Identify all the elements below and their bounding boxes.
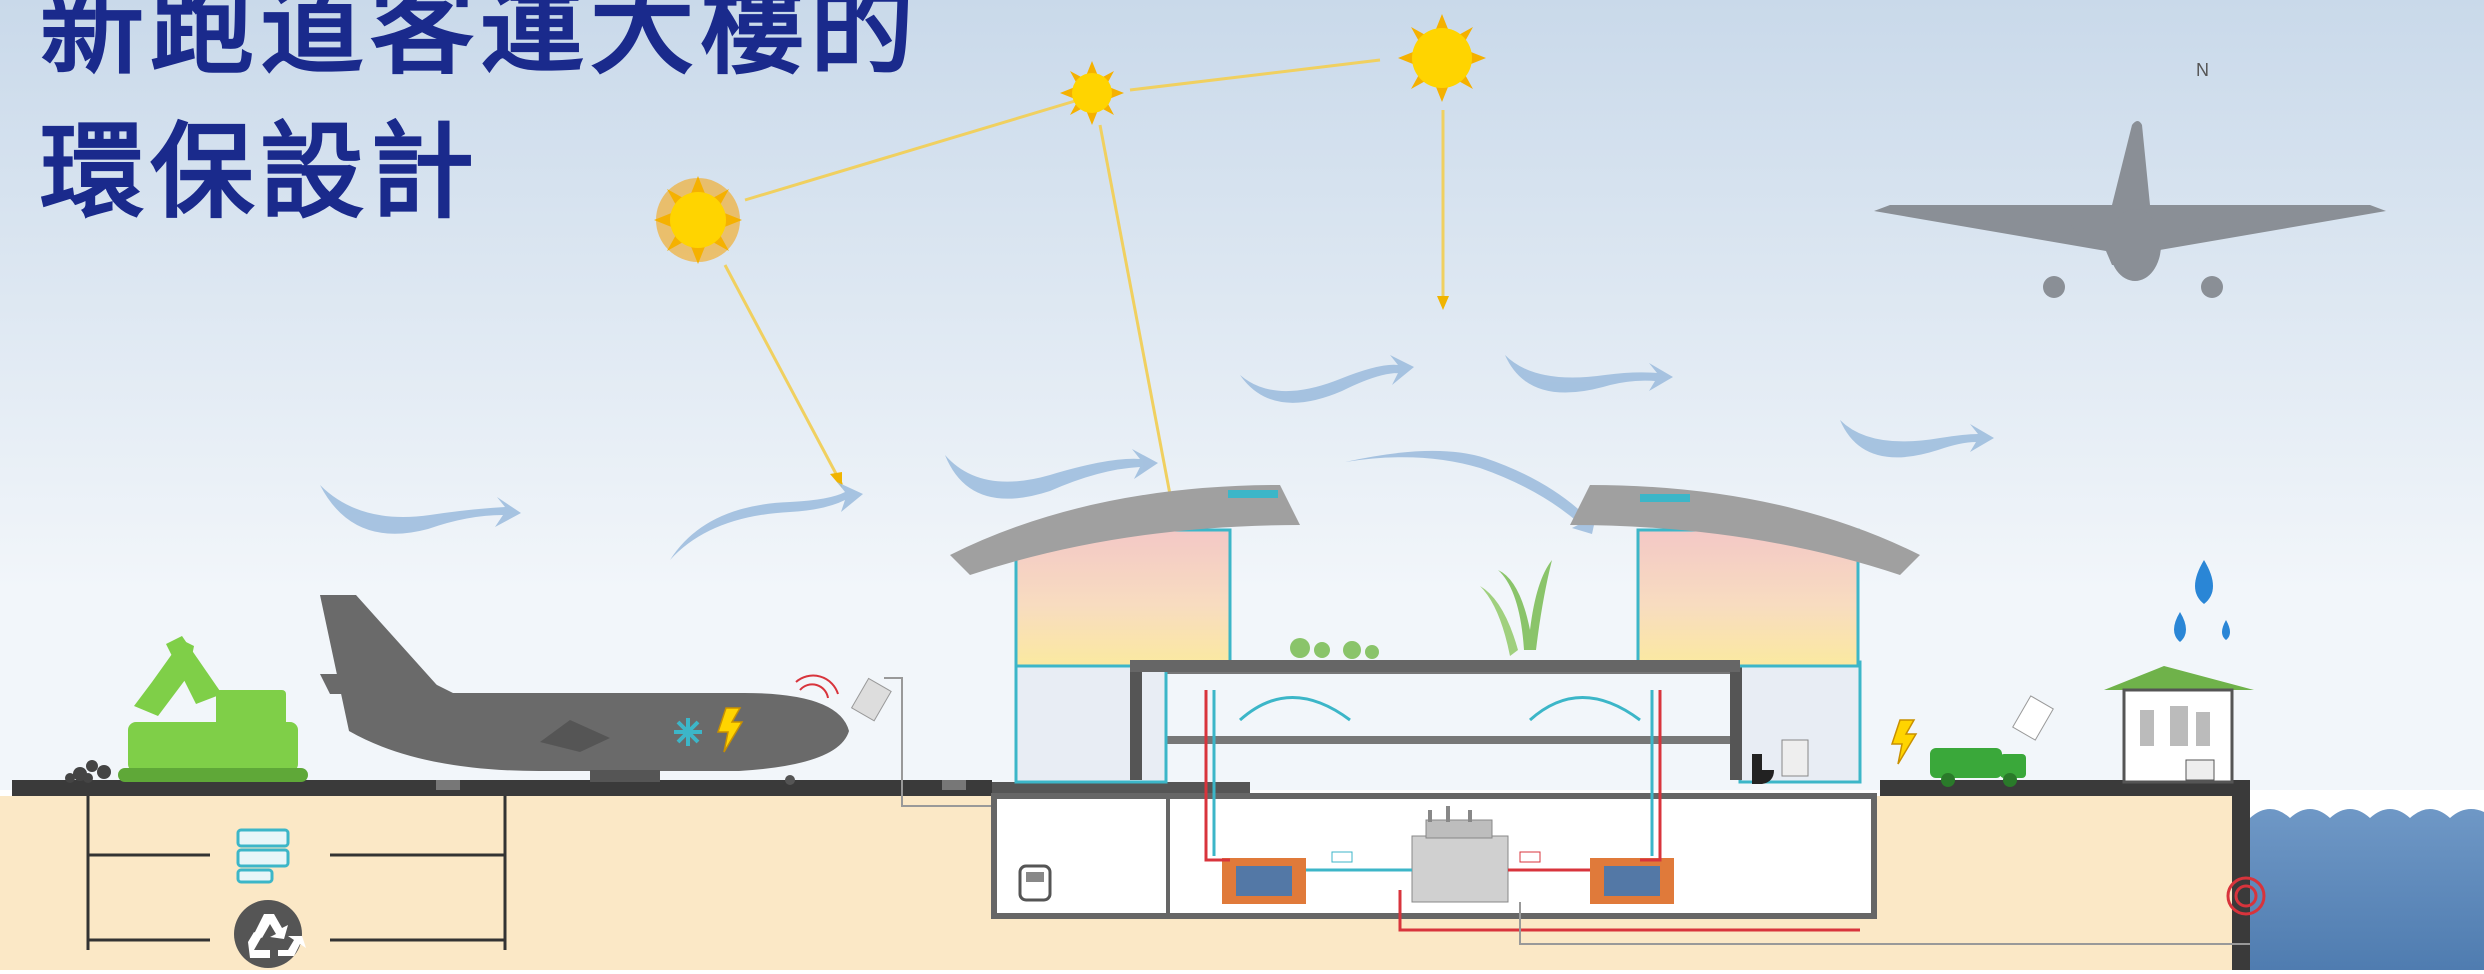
waste-bin-icon [850, 677, 892, 722]
recycle-icon [234, 900, 306, 968]
drain [942, 780, 966, 790]
waste-network [86, 796, 507, 950]
rubble-pile [65, 760, 111, 783]
wind-arrow-icon [320, 485, 521, 534]
sky-background [0, 0, 2484, 790]
heat-exchanger-icon [1590, 858, 1674, 904]
wind-arrow-icon [1240, 355, 1414, 403]
seawall [2232, 780, 2250, 970]
cargo-aircraft-icon [320, 595, 849, 785]
sun-icon [654, 176, 742, 264]
wind-arrow-icon [1840, 420, 1994, 458]
page-title-line-2: 環保設計 [40, 111, 481, 233]
terminal-building [950, 485, 2250, 945]
train-icon [1018, 864, 1052, 902]
ground-surface-line [12, 780, 992, 796]
east-surface-line [1880, 780, 2250, 796]
sensor-signal-icon [795, 674, 839, 699]
drain [436, 780, 460, 790]
chiller-plant-icon [1411, 806, 1509, 903]
lightning-icon [716, 707, 744, 753]
sun-icon [1060, 61, 1124, 125]
page-title-line-1: 新跑道客運大樓的 [40, 0, 921, 89]
connector-line [884, 677, 992, 807]
wind-arrows [320, 355, 1994, 560]
water-drop-icon [2174, 560, 2230, 642]
sun-icon [1398, 14, 1486, 102]
rainwater-tank-structure [2104, 666, 2254, 784]
snowflake-icon [674, 718, 702, 746]
sun-path [723, 58, 1445, 506]
wind-arrow-icon [670, 482, 863, 560]
wind-arrow-icon [1505, 355, 1673, 393]
waste-sorting-icon [236, 828, 290, 884]
shrubs [1290, 638, 1379, 659]
wind-arrow-icon [1345, 450, 1596, 534]
garbage-truck-icon [1930, 748, 2026, 787]
heat-exchanger-icon [1222, 858, 1306, 904]
sensor-signal-icon [2012, 695, 2054, 741]
tree-icon [1480, 560, 1552, 656]
water-tank [1781, 739, 1809, 777]
toilet-icon [1752, 754, 1774, 784]
excavator-icon [118, 636, 308, 782]
apron-surface [992, 782, 1250, 794]
sensor-signal-icon [2226, 876, 2266, 916]
compass-north-label: N [2196, 60, 2209, 80]
sea [2250, 808, 2484, 970]
airplane-icon [1874, 121, 2386, 298]
lightning-icon [1890, 719, 1918, 765]
wind-arrow-icon [945, 449, 1158, 499]
